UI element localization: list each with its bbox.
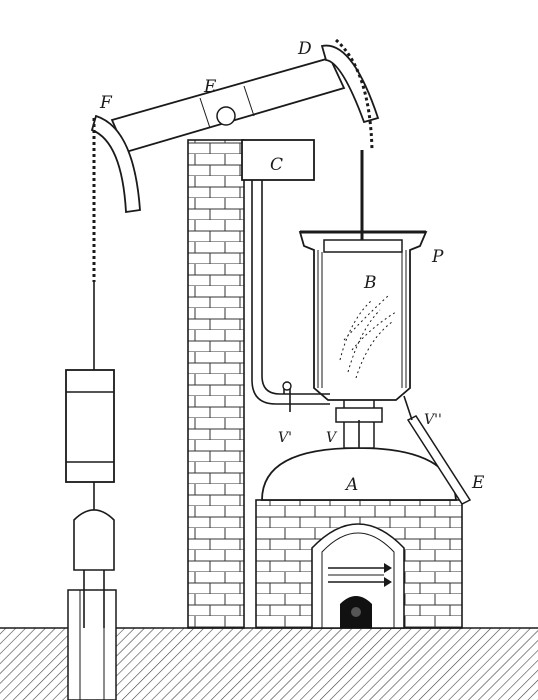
boiler-dome bbox=[261, 447, 457, 501]
label-d: D bbox=[297, 39, 312, 59]
beam bbox=[90, 44, 380, 214]
label-p: P bbox=[431, 247, 444, 267]
label-v: V bbox=[326, 430, 338, 446]
cistern bbox=[241, 139, 315, 181]
injection-pipe bbox=[251, 178, 330, 412]
label-b: B bbox=[363, 273, 377, 293]
label-a: A bbox=[344, 475, 358, 495]
label-f: F bbox=[99, 93, 113, 113]
label-v2: V'' bbox=[424, 412, 442, 428]
brick-pillar bbox=[187, 139, 245, 629]
outflow-pipe bbox=[403, 395, 472, 505]
pump-shaft bbox=[67, 589, 117, 700]
boiler-furnace bbox=[255, 499, 463, 629]
chain-right bbox=[335, 38, 374, 151]
label-c: C bbox=[270, 155, 283, 175]
label-e-beam: E bbox=[203, 77, 217, 97]
pump-counterweight bbox=[65, 369, 115, 628]
label-v1: V' bbox=[278, 430, 292, 446]
label-e-pipe: E bbox=[471, 473, 485, 493]
cylinder bbox=[298, 230, 428, 401]
